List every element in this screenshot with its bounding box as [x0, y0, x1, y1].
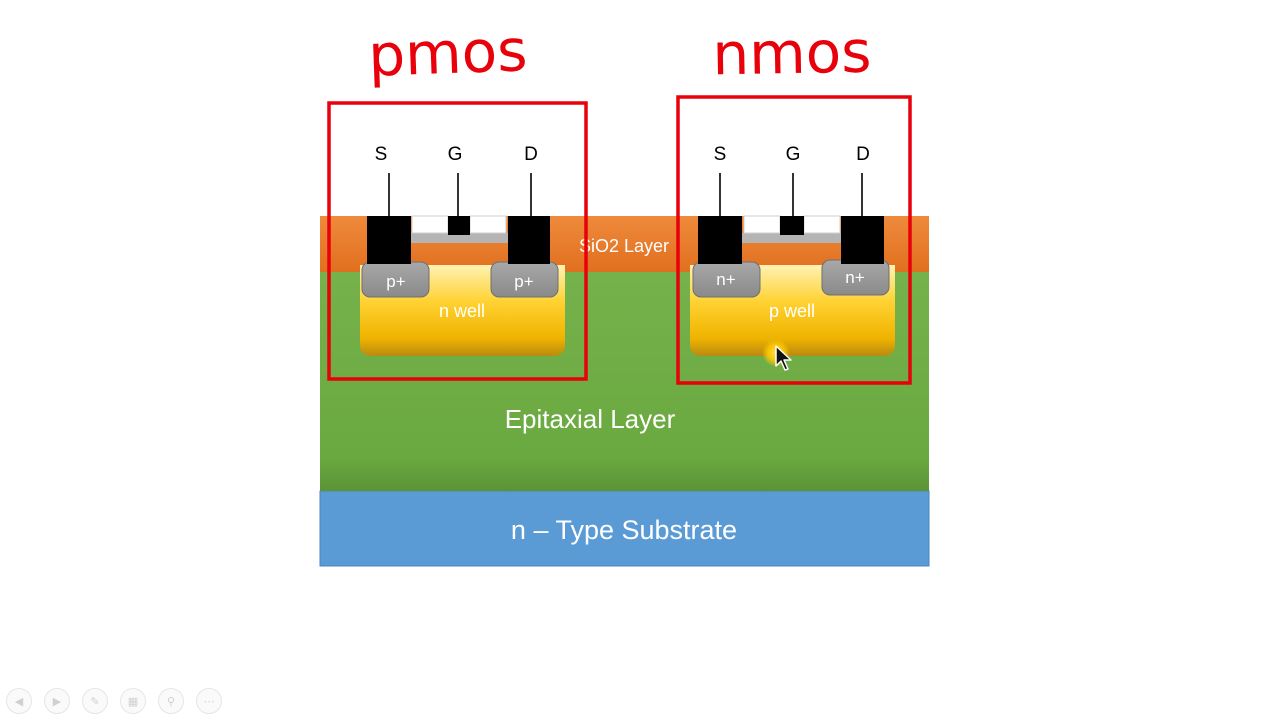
nmos-source-terminal-label: S	[714, 144, 727, 165]
nmos-oxide-opening-left	[743, 215, 781, 234]
n-well-label: n well	[439, 301, 485, 321]
pmos-source-diffusion: p+	[361, 261, 430, 298]
nmos-gate-terminal-label: G	[786, 144, 801, 165]
nmos-drain-diffusion-label: n+	[845, 268, 864, 287]
nmos-source-contact	[698, 216, 742, 264]
pmos-oxide-opening-right	[469, 215, 507, 234]
pmos-drain-diffusion: p+	[490, 261, 559, 298]
nmos-oxide-opening-right	[803, 215, 841, 234]
nmos-gate-contact	[780, 216, 804, 235]
forward-icon[interactable]: ▶	[44, 688, 70, 714]
pmos-gate-oxide	[410, 233, 508, 243]
pmos-source-diffusion-label: p+	[386, 272, 405, 291]
nmos-annotation: nmos	[712, 18, 872, 89]
pmos-source-terminal-label: S	[375, 144, 388, 165]
epitaxial-label: Epitaxial Layer	[505, 404, 676, 434]
pmos-drain-terminal-label: D	[524, 144, 538, 165]
zoom-icon[interactable]: ⚲	[158, 688, 184, 714]
p-well-label: p well	[769, 301, 815, 321]
pmos-drain-contact	[508, 216, 550, 264]
nmos-highlight-box	[676, 95, 912, 385]
substrate-label: n – Type Substrate	[511, 515, 737, 545]
substrate-layer	[319, 490, 930, 567]
nmos-source-diffusion-label: n+	[716, 270, 735, 289]
pmos-highlight-box	[327, 101, 588, 381]
pmos-oxide-opening-left	[411, 215, 449, 234]
nmos-gate-oxide	[742, 233, 842, 243]
nmos-drain-diffusion: n+	[821, 259, 890, 296]
nmos-drain-contact	[841, 216, 884, 264]
pmos-drain-diffusion-label: p+	[514, 272, 533, 291]
pmos-source-contact	[367, 216, 411, 264]
back-icon[interactable]: ◀	[6, 688, 32, 714]
more-icon[interactable]: ⋯	[196, 688, 222, 714]
pmos-gate-contact	[448, 216, 470, 235]
presentation-toolbar: ◀ ▶ ✎ ▦ ⚲ ⋯	[6, 688, 222, 714]
slides-icon[interactable]: ▦	[120, 688, 146, 714]
pmos-gate-terminal-label: G	[448, 144, 463, 165]
mouse-pointer-icon	[762, 339, 792, 371]
nmos-drain-terminal-label: D	[856, 144, 870, 165]
pmos-annotation: pmos	[367, 16, 528, 90]
oxide-label: SiO2 Layer	[579, 236, 669, 256]
nmos-source-diffusion: n+	[692, 261, 761, 298]
pen-icon[interactable]: ✎	[82, 688, 108, 714]
